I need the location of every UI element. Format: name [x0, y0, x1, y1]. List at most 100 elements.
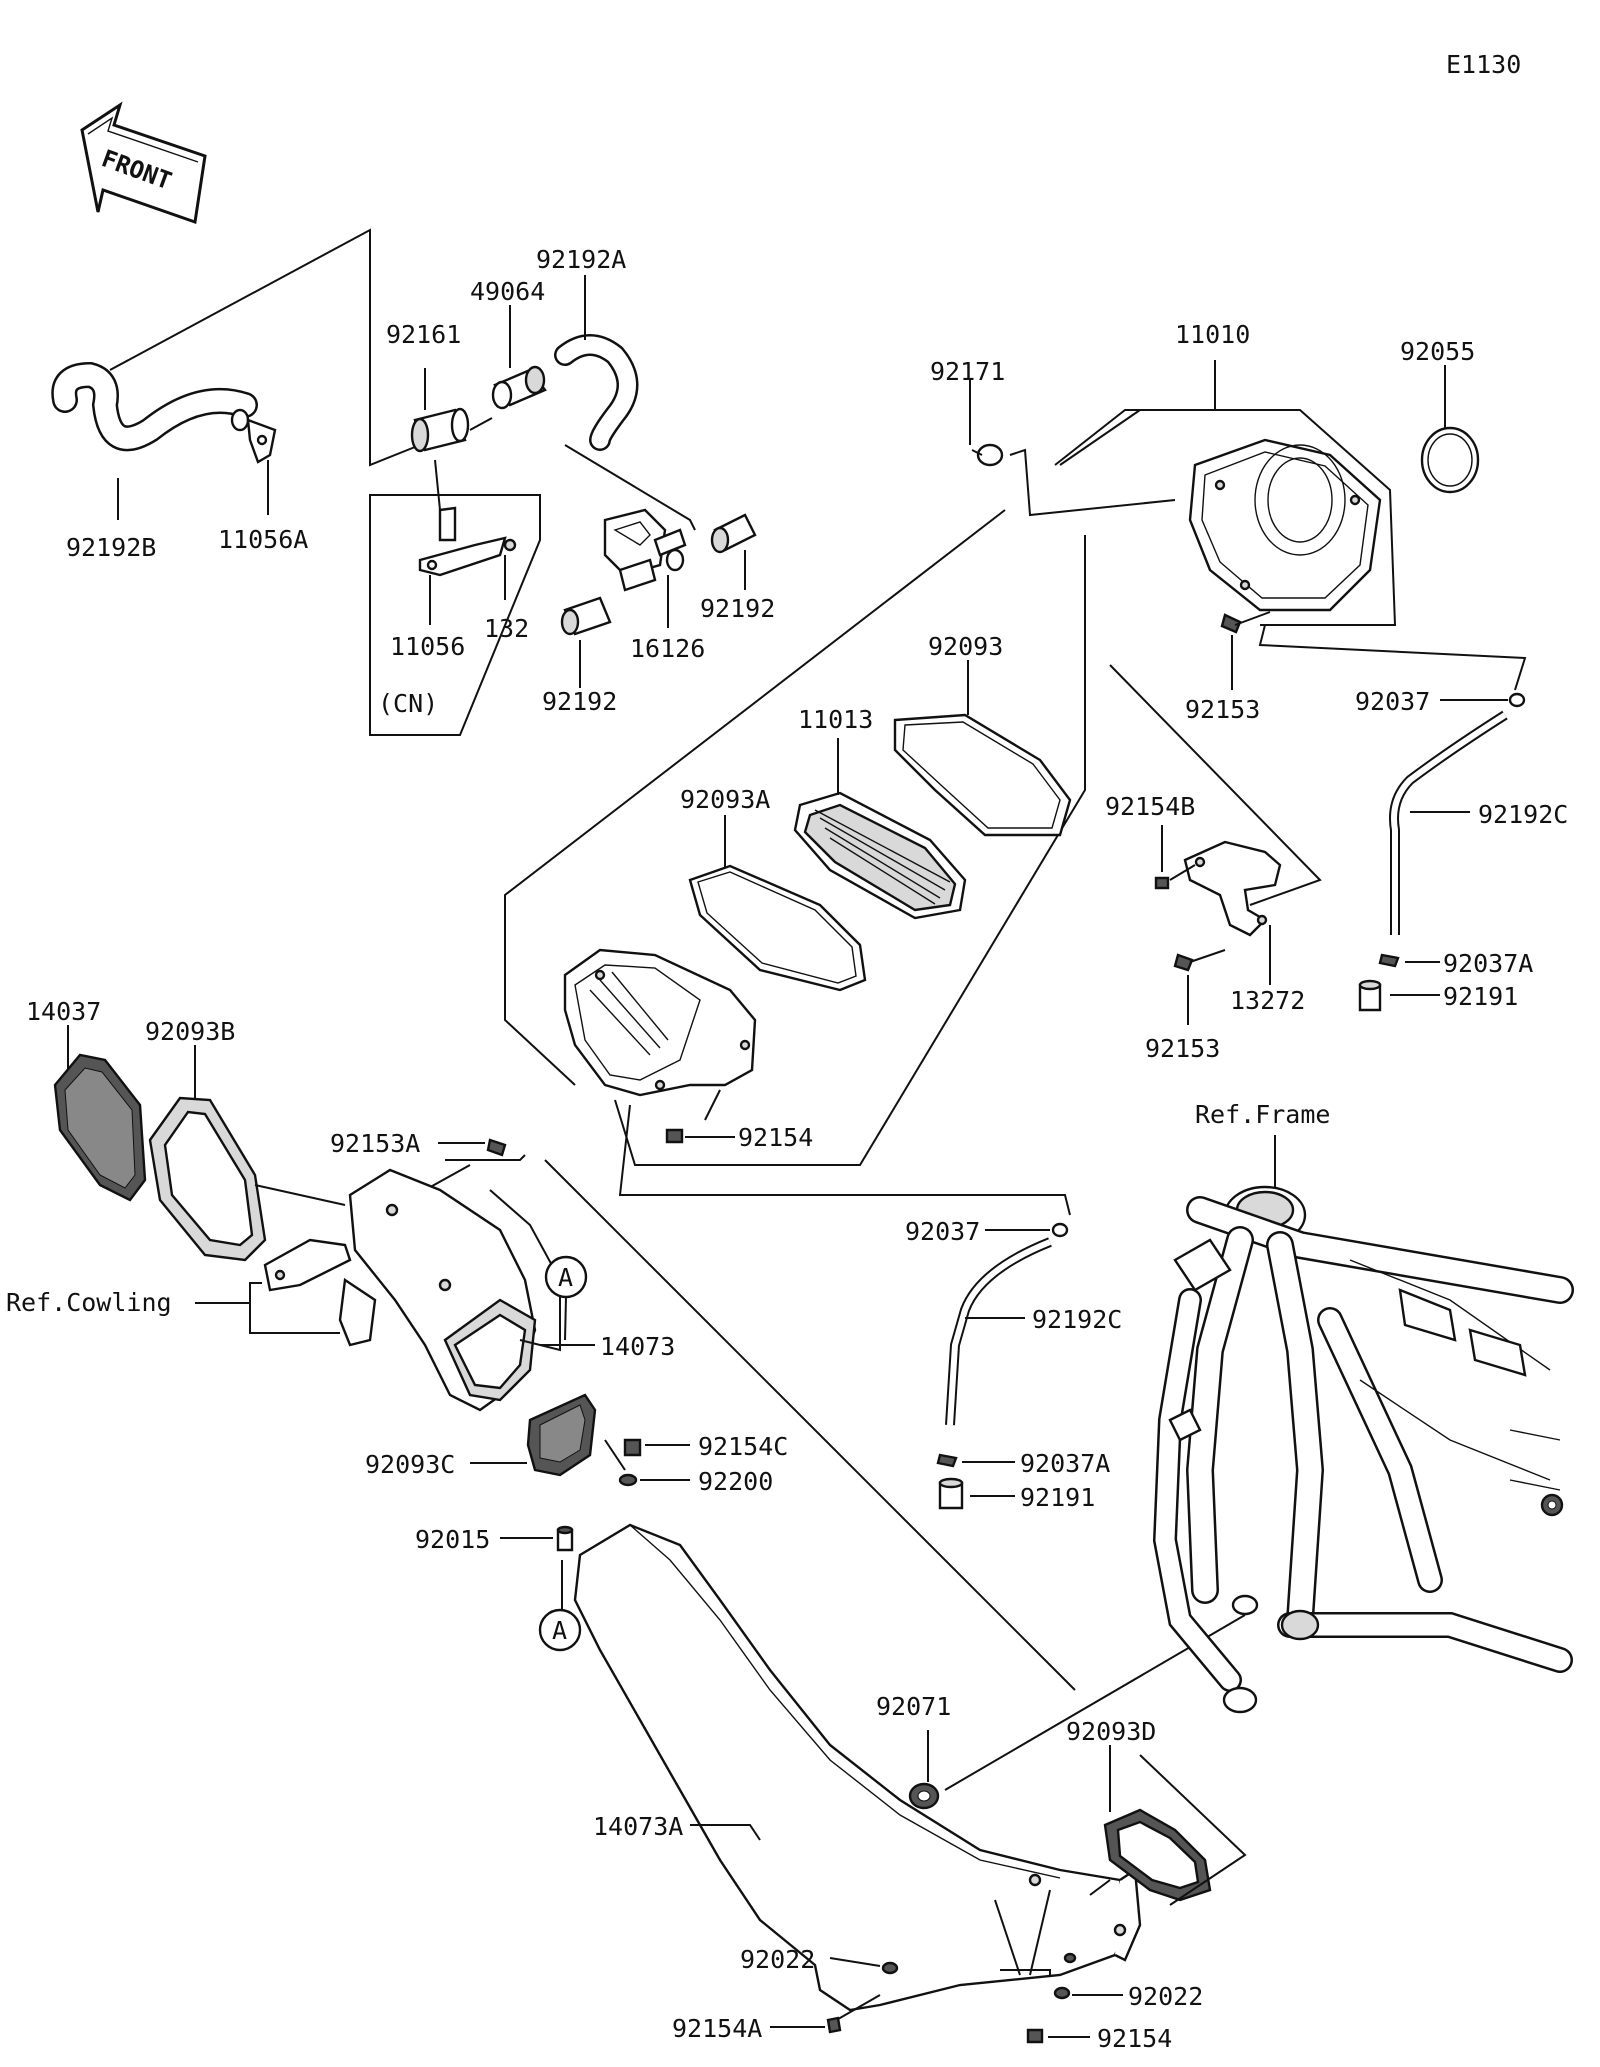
label-16126: 16126 — [630, 634, 705, 663]
grommet-92071 — [908, 1782, 940, 1810]
screw-92154C — [623, 1438, 642, 1457]
clip-92037-top — [1508, 692, 1526, 708]
label-92192A: 92192A — [536, 245, 626, 274]
label-92154C: 92154C — [698, 1432, 788, 1461]
group-line-left — [109, 228, 421, 467]
leader-14073A — [690, 1824, 761, 1841]
duct-14073A — [573, 1523, 1142, 2012]
leader-49064-link — [469, 417, 493, 431]
label-92200: 92200 — [698, 1467, 773, 1496]
screw-92154-mid — [665, 1128, 684, 1144]
clip-92037A-top — [1378, 953, 1400, 968]
label-92161: 92161 — [386, 320, 461, 349]
label-92154B: 92154B — [1105, 792, 1195, 821]
label-11010: 11010 — [1175, 320, 1250, 349]
duct-seal-92093B — [148, 1096, 267, 1262]
label-92022-left: 92022 — [740, 1945, 815, 1974]
group-line-92171 — [1009, 448, 1176, 517]
valve-16126 — [603, 508, 687, 592]
label-92093: 92093 — [928, 632, 1003, 661]
label-92153-top: 92153 — [1185, 695, 1260, 724]
group-line-92192C-mid — [618, 1104, 1071, 1216]
seal-92093D — [1103, 1808, 1212, 1902]
front-arrow-icon: FRONT — [80, 101, 207, 225]
leader-ref-cowling-top — [195, 1282, 262, 1304]
label-92153-mid: 92153 — [1145, 1034, 1220, 1063]
leader-92022-left — [829, 1957, 881, 1967]
clamp-92161 — [410, 407, 470, 453]
group-line-92093B — [254, 1184, 346, 1206]
o-ring-92055 — [1420, 426, 1480, 494]
label-92055: 92055 — [1400, 337, 1475, 366]
bolt-132 — [503, 538, 517, 552]
callout-a-lower-label: A — [552, 1616, 567, 1645]
frame-reference — [1152, 1185, 1574, 1714]
callout-a-lower — [538, 1608, 582, 1652]
label-92071: 92071 — [876, 1692, 951, 1721]
hose-92192-lower — [560, 596, 612, 636]
leader-11010 — [1054, 360, 1216, 466]
intake-duct-14073 — [348, 1168, 537, 1412]
label-49064: 49064 — [470, 277, 545, 306]
bolt-92153-top — [1220, 611, 1271, 634]
label-92192-b: 92192 — [542, 687, 617, 716]
cowling-bracket — [263, 1238, 377, 1347]
label-ref-frame: Ref.Frame — [1195, 1100, 1330, 1129]
hose-92192C-top — [1389, 710, 1508, 935]
leader-11010-aux — [1059, 409, 1141, 466]
leader-92154-mid-up — [704, 1089, 721, 1121]
air-cleaner-lower-housing — [563, 948, 757, 1097]
label-92093A: 92093A — [680, 785, 770, 814]
hose-92192B — [51, 361, 258, 452]
label-92154-bot: 92154 — [1097, 2024, 1172, 2053]
label-92037A-top: 92037A — [1443, 949, 1533, 978]
diagram-code: E1130 — [1446, 50, 1521, 79]
label-92153A: 92153A — [330, 1129, 420, 1158]
clip-92171 — [971, 443, 1004, 467]
label-132: 132 — [484, 614, 529, 643]
label-ref-cowling: Ref.Cowling — [6, 1288, 172, 1317]
tube-92191-top — [1358, 979, 1382, 1012]
group-line-center-left — [504, 509, 1006, 1086]
air-cleaner-housing-11010 — [1188, 438, 1382, 612]
callout-a-upper-label: A — [558, 1263, 573, 1292]
label-92192C-top: 92192C — [1478, 800, 1568, 829]
tube-92191-mid — [938, 1477, 964, 1510]
bolt-92153-mid — [1173, 949, 1226, 972]
screw-92154-bot — [1026, 2028, 1044, 2044]
label-92191-top: 92191 — [1443, 982, 1518, 1011]
valve-49064 — [491, 365, 547, 410]
label-92015: 92015 — [415, 1525, 490, 1554]
label-cn: (CN) — [378, 689, 438, 718]
hose-92192A — [554, 334, 639, 451]
leader-cn-clamp — [434, 459, 441, 511]
label-92022-right: 92022 — [1128, 1982, 1203, 2011]
label-92037-top: 92037 — [1355, 687, 1430, 716]
bolt-92154A — [826, 1994, 881, 2034]
label-92093B: 92093B — [145, 1017, 235, 1046]
collar-92015 — [556, 1525, 574, 1552]
hose-92192C-mid — [945, 1237, 1052, 1426]
label-13272: 13272 — [1230, 986, 1305, 1015]
label-14073A: 14073A — [593, 1812, 683, 1841]
label-92154-mid: 92154 — [738, 1123, 813, 1152]
label-92037A-mid: 92037A — [1020, 1449, 1110, 1478]
group-line-13272 — [1109, 664, 1322, 906]
washer-92200 — [618, 1473, 638, 1487]
label-11056A: 11056A — [218, 525, 308, 554]
nut-92022-right — [1053, 1952, 1077, 2000]
label-92192C-mid: 92192C — [1032, 1305, 1122, 1334]
label-92093D: 92093D — [1066, 1717, 1156, 1746]
leader-92154B-link — [1169, 864, 1196, 881]
screw-92154B — [1154, 876, 1170, 890]
label-92093C: 92093C — [365, 1450, 455, 1479]
gasket-92093A — [688, 864, 867, 992]
hose-92192-upper — [710, 513, 757, 554]
group-line-center-right — [614, 535, 1086, 1166]
label-92191-mid: 92191 — [1020, 1483, 1095, 1512]
group-line-11010 — [1215, 409, 1397, 626]
seal-92093C — [526, 1393, 597, 1477]
label-92037-mid: 92037 — [905, 1217, 980, 1246]
nut-92022-left — [881, 1961, 899, 1975]
